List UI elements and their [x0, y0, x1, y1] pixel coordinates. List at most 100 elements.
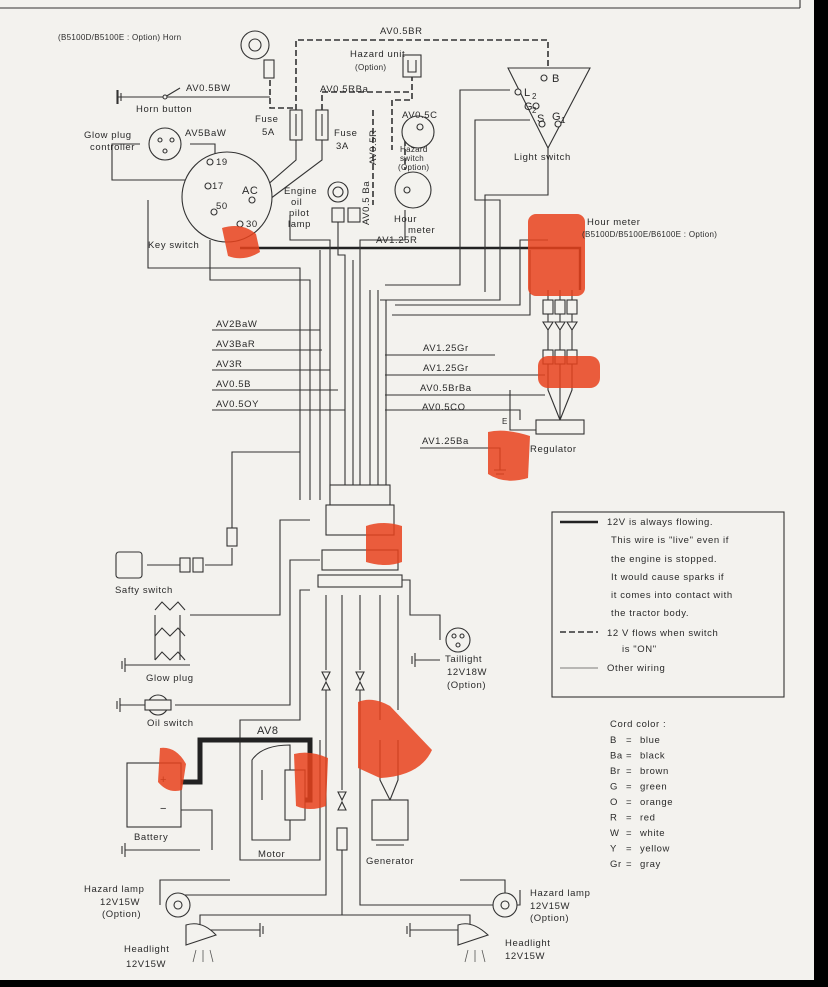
key-switch-symbol [181, 151, 273, 243]
label-headlight-right: Headlight [505, 938, 551, 949]
label-fuse-3a: 3A [336, 141, 349, 152]
label-light-switch: Light switch [514, 152, 571, 163]
label-horn-button: Horn button [136, 104, 192, 115]
label-hazard-lamp-left-w: 12V15W [100, 897, 140, 908]
label-key-ac: AC [242, 185, 258, 197]
fuse-symbols [289, 109, 329, 141]
hazard-lamp-right-symbol [492, 892, 518, 918]
cord-color-code: Y [610, 844, 617, 855]
engine-oil-lamp-symbol [327, 181, 361, 223]
label-hazard-lamp-right-w: 12V15W [530, 901, 570, 912]
label-engine-oil-2: oil [291, 197, 302, 208]
legend-line-6: the tractor body. [611, 608, 689, 619]
label-hour-meter-small-1: Hour [394, 214, 417, 225]
headlight-left-symbol [185, 923, 217, 963]
glow-plug-controller-symbol [148, 127, 182, 161]
label-wire-av05b: AV0.5B [216, 379, 251, 390]
label-hazard-lamp-left: Hazard lamp [84, 884, 144, 895]
label-wire-av3r: AV3R [216, 359, 243, 370]
label-wire-vertical-r: AV0.5R [368, 129, 379, 165]
cord-color-title: Cord color : [610, 719, 666, 730]
legend-box: 12V is always flowing. This wire is "liv… [551, 511, 785, 698]
label-wire-glow: AV5BaW [185, 128, 226, 139]
cord-color-code: W [610, 828, 620, 839]
label-taillight-option: (Option) [447, 680, 486, 691]
label-hazard-switch-2: switch [400, 154, 424, 163]
label-wire-05co: AV0.5CO [422, 402, 466, 413]
label-wire-125ba: AV1.25Ba [422, 436, 469, 447]
cord-color-name: gray [640, 859, 661, 870]
cord-color-name: yellow [640, 844, 670, 855]
label-key-19: 19 [216, 157, 228, 168]
label-hour-meter-opt-2: (B5100D/B5100E/B6100E : Option) [582, 230, 717, 239]
label-light-sw-l: L [524, 87, 531, 99]
label-wire-vertical-ba: AV0.5 Ba [361, 181, 372, 225]
label-engine-oil-3: pilot [289, 208, 309, 219]
cord-color-name: orange [640, 797, 673, 808]
cord-color-name: red [640, 813, 656, 824]
label-fuse-5a-title: Fuse [255, 114, 279, 125]
label-key-30: 30 [246, 219, 258, 230]
label-safety-switch: Safty switch [115, 585, 173, 596]
label-hazard-lamp-left-option: (Option) [102, 909, 141, 920]
cord-color-name: white [639, 828, 665, 839]
cord-color-equals: = [626, 782, 632, 793]
label-wire-fuse: AV0.5RBa [320, 84, 369, 95]
label-light-sw-g2-sub: 2 [532, 106, 537, 115]
cord-color-equals: = [626, 766, 632, 777]
cord-color-equals: = [626, 735, 632, 746]
cord-color-name: brown [640, 766, 669, 777]
label-wire-hazsw: AV0.5C [402, 110, 438, 121]
label-fuse-5a: 5A [262, 127, 275, 138]
label-wire-125gr-2: AV1.25Gr [423, 363, 469, 374]
legend-line-4: It would cause sparks if [611, 572, 724, 583]
hazard-unit-symbol [402, 54, 422, 78]
label-engine-oil-1: Engine [284, 186, 317, 197]
cord-color-equals: = [626, 844, 632, 855]
legend-line-9: Other wiring [607, 663, 665, 674]
label-wire-av2baw: AV2BaW [216, 319, 257, 330]
safety-switch-symbol [115, 551, 204, 579]
label-wire-av3bar: AV3BaR [216, 339, 255, 350]
label-hazard-unit: Hazard unit [350, 49, 405, 60]
label-generator: Generator [366, 856, 414, 867]
cord-color-code: Ba [610, 751, 623, 762]
svg-text:−: − [160, 803, 167, 815]
horn-symbol [240, 30, 275, 79]
label-light-sw-l-sub: 2 [532, 92, 537, 101]
label-av8: AV8 [257, 725, 278, 737]
wiring-diagram: + − [0, 0, 801, 970]
label-taillight-w: 12V18W [447, 667, 487, 678]
light-switch-symbol [507, 67, 591, 150]
label-oil-switch: Oil switch [147, 718, 194, 729]
label-glow-plug: Glow plug [146, 673, 194, 684]
legend-line-3: the engine is stopped. [611, 554, 717, 565]
hour-meter-small-symbol [394, 171, 432, 209]
wires [111, 39, 582, 931]
glow-plug-symbol [154, 601, 186, 661]
regulator-symbol [535, 419, 585, 435]
cord-color-name: blue [640, 735, 660, 746]
label-hour-meter-opt-1: Hour meter [587, 217, 641, 228]
legend-line-7: 12 V flows when switch [607, 628, 718, 639]
oil-switch-symbol [144, 694, 172, 716]
cord-color-equals: = [626, 797, 632, 808]
taillight-symbol [445, 627, 471, 653]
cord-color-equals: = [626, 813, 632, 824]
label-light-sw-b: B [552, 73, 560, 85]
label-wire-top: AV0.5BR [380, 26, 423, 37]
label-hazard-switch-1: Hazard [400, 145, 428, 154]
label-headlight-right-w: 12V15W [505, 951, 545, 962]
label-glow-controller-1: Glow plug [84, 130, 132, 141]
cord-color-name: black [640, 751, 665, 762]
component-labels: (B5100D/B5100E : Option) Horn AV0.5BR Ha… [58, 26, 717, 970]
label-key-switch: Key switch [148, 240, 199, 251]
hazard-switch-symbol [401, 115, 435, 149]
label-wire-05brba: AV0.5BrBa [420, 383, 472, 394]
horn-button-symbol [162, 87, 181, 100]
headlight-right-symbol [457, 923, 490, 963]
label-key-50: 50 [216, 201, 228, 212]
label-wire-125r: AV1.25R [376, 235, 418, 246]
legend-line-8: is "ON" [622, 644, 657, 655]
